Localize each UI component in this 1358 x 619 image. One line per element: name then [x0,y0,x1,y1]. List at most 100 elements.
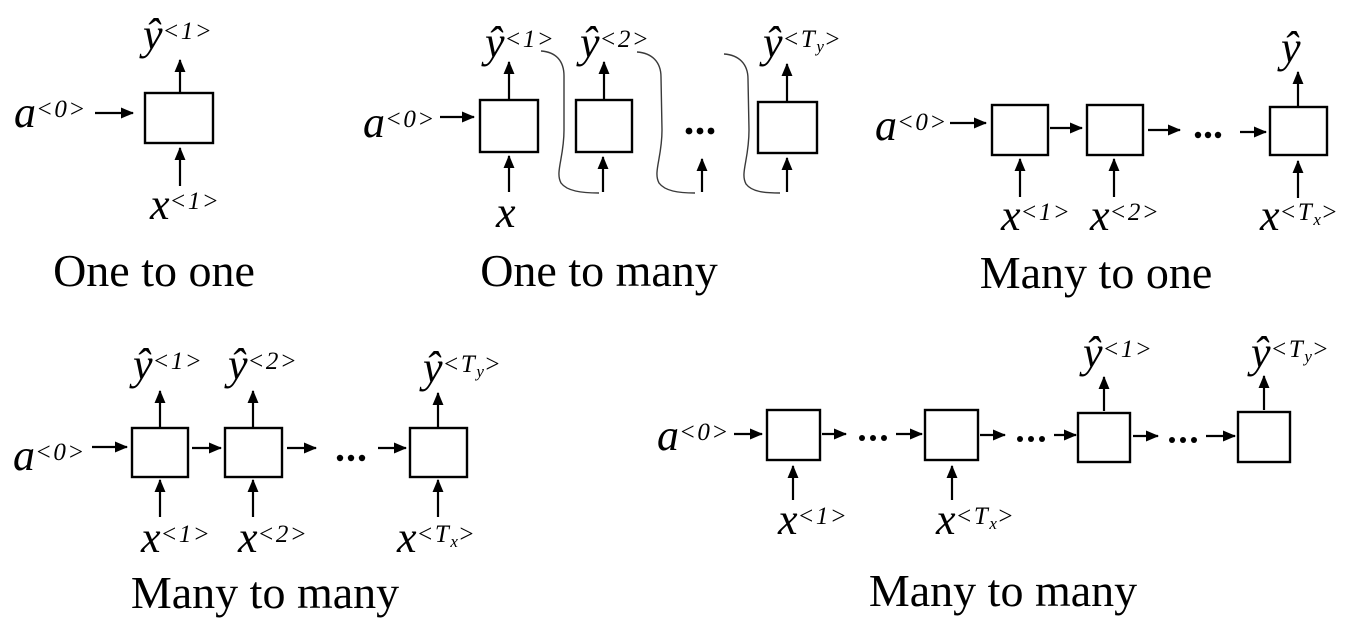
math-sub-text: y [476,362,484,381]
label-a-0: a<0> [657,414,730,458]
rnn-cell-box [1268,105,1329,157]
math-sup-text: <0> [679,419,730,446]
math-sup-text: <1> [152,348,204,375]
math-sup-text: > [457,521,477,548]
math-sup-text: <0> [897,109,948,136]
ellipsis-dot [1039,436,1045,442]
math-sub-text: x [989,514,997,533]
label-y-hat-Ty: ŷ<Ty> [763,21,842,65]
recurrence-curve [540,50,600,194]
math-superscript: <1> [153,348,204,375]
ellipsis-dot [1169,437,1175,443]
ellipsis-dot [881,435,887,441]
math-sub-text: x [450,532,458,551]
math-sup-text: <T [955,503,990,530]
math-superscript: <2> [258,521,309,548]
label-y-hat-1: ŷ<1> [485,21,555,65]
rnn-cell-box [990,103,1050,157]
math-superscript: <1> [505,26,556,53]
math-sub-text: x [1313,210,1321,229]
panel-many-to-many-aligned-diagram [92,389,469,517]
label-x-Tx: x<Tx> [1260,194,1339,238]
math-base: a [875,101,897,150]
math-superscript: <Tx> [955,503,1016,533]
math-sup-text: <0> [35,439,86,466]
label-x-1: x<1> [141,516,211,560]
math-sup-text: <2> [247,348,299,375]
ellipsis-dot [870,435,876,441]
panel-one-to-many-diagram [440,50,819,194]
label-x-1: x<1> [150,183,220,227]
label-y-hat-1: ŷ<1> [1083,331,1153,375]
ellipsis-dot [859,435,865,441]
math-superscript: <0> [679,419,730,446]
math-sup-text: <0> [385,106,436,133]
math-base: ŷ [485,18,505,67]
math-sup-text: <T [416,521,451,548]
math-superscript: <1> [1103,336,1154,363]
label-y-hat-1: ŷ<1> [133,343,203,387]
math-base: a [363,98,385,147]
label-y-hat-Ty: ŷ<Ty> [1251,331,1330,375]
math-sup-text: <1> [169,188,221,215]
math-base: a [14,88,36,137]
math-base: x [397,513,417,562]
math-superscript: <1> [1021,199,1072,226]
label-y-hat-2: ŷ<2> [580,21,650,65]
math-superscript: <0> [897,109,948,136]
ellipsis-dot [1028,436,1034,442]
math-superscript: <2> [600,26,651,53]
label-x: x [496,191,516,235]
math-base: a [657,411,679,460]
label-x-Tx: x<Tx> [936,498,1015,542]
panel-many-to-one-diagram [950,70,1329,198]
panel-many-to-many-encoder-decoder-diagram [734,374,1292,500]
math-base: ŷ [1083,328,1103,377]
math-sub-text: y [816,37,824,56]
ellipsis-dot [1191,437,1197,443]
math-base: x [1001,191,1021,240]
rnn-cell-box [223,426,284,479]
label-y-hat: ŷ [1281,26,1301,70]
ellipsis-dot [707,127,715,135]
math-superscript: <1> [798,503,849,530]
math-base: ŷ [143,10,163,59]
math-base: x [238,513,258,562]
math-base: ŷ [423,343,443,392]
math-base: x [1260,191,1280,240]
ellipsis-dot [1194,131,1202,139]
math-base: ŷ [580,18,600,67]
rnn-cell-box [574,98,634,154]
rnn-cell-box [1076,411,1132,464]
caption-many-to-many: Many to many [130,567,400,618]
label-a-0: a<0> [13,434,86,478]
math-sup-text: <2> [1109,199,1161,226]
math-superscript: <0> [385,106,436,133]
math-sup-text: <2> [257,521,309,548]
math-sup-text: <1> [1020,199,1072,226]
rnn-cell-box [143,91,215,145]
rnn-cell-box [923,408,980,462]
math-base: ŷ [1281,23,1301,72]
math-superscript: <Ty> [443,351,503,381]
caption-one-to-many: One to many [480,245,718,296]
math-sup-text: <T [1279,199,1314,226]
label-a-0: a<0> [363,101,436,145]
ellipsis-dot [1214,131,1222,139]
ellipsis-dot [336,454,344,462]
recurrence-curve [723,53,781,194]
caption-many-to-one: Many to one [979,247,1213,298]
math-superscript: <Tx> [416,521,477,551]
rnn-cell-box [765,408,822,462]
math-sup-text: <T [1270,336,1305,363]
math-superscript: <Ty> [783,26,843,56]
rnn-cell-box [408,426,469,479]
label-x-2: x<2> [238,516,308,560]
label-a-0: a<0> [14,91,87,135]
math-sup-text: <1> [160,521,212,548]
ellipsis-dot [1017,436,1023,442]
rnn-cell-box [1236,410,1292,464]
math-superscript: <2> [248,348,299,375]
math-sup-text: > [996,503,1016,530]
math-sup-text: <2> [599,26,651,53]
